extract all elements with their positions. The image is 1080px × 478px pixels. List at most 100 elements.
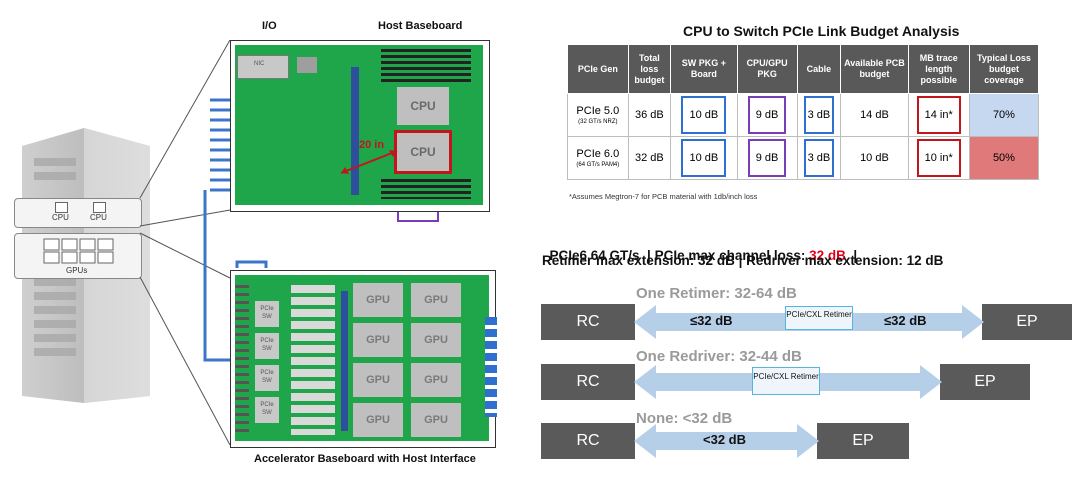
gpu-label: GPU: [424, 414, 448, 426]
ep-node: EP: [982, 304, 1072, 340]
sw-value: 10 dB: [681, 96, 727, 134]
accel-baseboard-title: Accelerator Baseboard with Host Interfac…: [254, 453, 476, 465]
cpu-icon: [55, 202, 68, 213]
gpu-module: GPU: [411, 403, 461, 437]
rc-node: RC: [541, 364, 635, 400]
cable-value: 3 dB: [803, 96, 835, 134]
gpu-label: GPU: [424, 374, 448, 386]
edge-connectors: [485, 317, 497, 417]
gpu-label: GPU: [366, 414, 390, 426]
table-header-row: PCIe Gen Total loss budget SW PKG + Boar…: [567, 44, 1040, 94]
scenario-title: One Retimer: 32-64 dB: [636, 285, 797, 302]
cpu-icon: [93, 202, 106, 213]
segment-label: ≤32 dB: [690, 313, 733, 328]
budget-table-title: CPU to Switch PCIe Link Budget Analysis: [683, 23, 960, 39]
max-loss-value: 32 dB: [809, 248, 846, 263]
host-cpu-label: CPU: [410, 99, 436, 113]
cable-value: 3 dB: [803, 139, 835, 177]
switch-label: PCIe SW: [260, 370, 274, 384]
cable-cell: 3 dB: [796, 136, 842, 180]
cpu-pkg-bracket: [397, 212, 439, 222]
summary-line-2: Retimer max extension: 32 dB | Redriver …: [542, 253, 944, 268]
retimer-label: PCIe/CXL Retimer: [786, 310, 852, 319]
gpu-module: GPU: [353, 363, 403, 397]
nic-label: NIC: [254, 61, 265, 67]
gpu-label: GPU: [366, 334, 390, 346]
trace-cell: 10 in*: [907, 136, 970, 180]
budget-table: PCIe Gen Total loss budget SW PKG + Boar…: [567, 44, 1040, 180]
gpu-label: GPU: [424, 334, 448, 346]
link-arrow: [634, 424, 819, 458]
accel-bus-strip: [341, 291, 348, 431]
gpu-tray: GPUs: [14, 233, 142, 279]
column-header: CPU/GPU PKG: [736, 44, 798, 94]
column-header: SW PKG + Board: [670, 44, 738, 94]
pkg-cell: 9 dB: [736, 93, 798, 137]
host-connector-strip: [351, 67, 359, 195]
gpu-module: GPU: [411, 283, 461, 317]
ep-node: EP: [940, 364, 1030, 400]
column-header: Available PCB budget: [840, 44, 909, 94]
gpu-module: GPU: [353, 283, 403, 317]
ep-node: EP: [817, 423, 909, 459]
accel-connector-strip: [235, 285, 249, 435]
column-header: Total loss budget: [627, 44, 672, 94]
switch-label: PCIe SW: [260, 306, 274, 320]
cpu-socket: CPU: [397, 87, 449, 125]
segment-label: <32 dB: [703, 432, 746, 447]
nic-chip: NIC: [237, 55, 289, 79]
scenario-title: None: <32 dB: [636, 410, 733, 427]
summary-line-1: PCIe6 64 GT/s | PCIe max channel loss: 3…: [542, 233, 858, 263]
redriver-label: PCIe/CXL Retimer: [753, 372, 819, 381]
pkg-value: 9 dB: [747, 139, 787, 177]
rc-node: RC: [541, 423, 635, 459]
gpu-module: GPU: [353, 323, 403, 357]
gpu-module: GPU: [411, 323, 461, 357]
gen-cell: PCIe 5.0(32 GT/s NRZ): [567, 93, 629, 137]
summary-text: PCIe6 64 GT/s | PCIe max channel loss:: [549, 248, 810, 263]
cable-cell: 3 dB: [796, 93, 842, 137]
server-cpu-label: CPU: [52, 213, 69, 222]
pcie-switch: PCIe SW: [255, 301, 279, 327]
gpu-module: GPU: [411, 363, 461, 397]
scenario-title: One Redriver: 32-44 dB: [636, 348, 802, 365]
segment-label: ≤32 dB: [884, 313, 927, 328]
trace-arrow: [340, 150, 398, 174]
gen-cell: PCIe 6.0(64 GT/s PAM4): [567, 136, 629, 180]
column-header: Cable: [796, 44, 842, 94]
dimm-bank: [381, 179, 471, 199]
switch-label: PCIe SW: [260, 338, 274, 352]
pkg-value: 9 dB: [747, 96, 787, 134]
switch-label: PCIe SW: [260, 402, 274, 416]
gpu-icons: [43, 238, 115, 264]
server-gpus-label: GPUs: [66, 266, 88, 275]
column-header: Typical Loss budget coverage: [968, 44, 1040, 94]
sw-value: 10 dB: [681, 139, 727, 177]
host-baseboard-title: Host Baseboard: [378, 20, 463, 32]
gen-label: PCIe 6.0: [576, 147, 620, 160]
cpu-tray: CPU CPU: [14, 198, 142, 228]
dimm-bank: [381, 49, 471, 85]
gpu-module: GPU: [353, 403, 403, 437]
pcb-cell: 10 dB: [840, 136, 909, 180]
trace-value: 10 in*: [916, 139, 961, 177]
total-cell: 32 dB: [627, 136, 672, 180]
redriver-chip: PCIe/CXL Retimer: [752, 367, 820, 395]
retimer-column: [291, 285, 335, 435]
column-header: PCIe Gen: [567, 44, 629, 94]
trace-cell: 14 in*: [907, 93, 970, 137]
gen-sublabel: (32 GT/s NRZ): [578, 118, 618, 125]
gpu-label: GPU: [366, 294, 390, 306]
server-cpu-label: CPU: [90, 213, 107, 222]
io-connector: [297, 57, 317, 73]
gpu-label: GPU: [424, 294, 448, 306]
pcie-switch: PCIe SW: [255, 397, 279, 423]
accel-baseboard: PCIe SW PCIe SW PCIe SW PCIe SW GPU GPU …: [230, 270, 497, 448]
rc-node: RC: [541, 304, 635, 340]
host-baseboard: NIC CPU CPU 20 in: [230, 40, 490, 212]
trace-length-label: 20 in: [359, 139, 385, 151]
summary-text: |: [845, 248, 858, 263]
io-label: I/O: [262, 20, 277, 32]
table-row: PCIe 6.0(64 GT/s PAM4) 32 dB 10 dB 9 dB …: [567, 136, 1040, 180]
coverage-cell: 70%: [968, 93, 1040, 137]
